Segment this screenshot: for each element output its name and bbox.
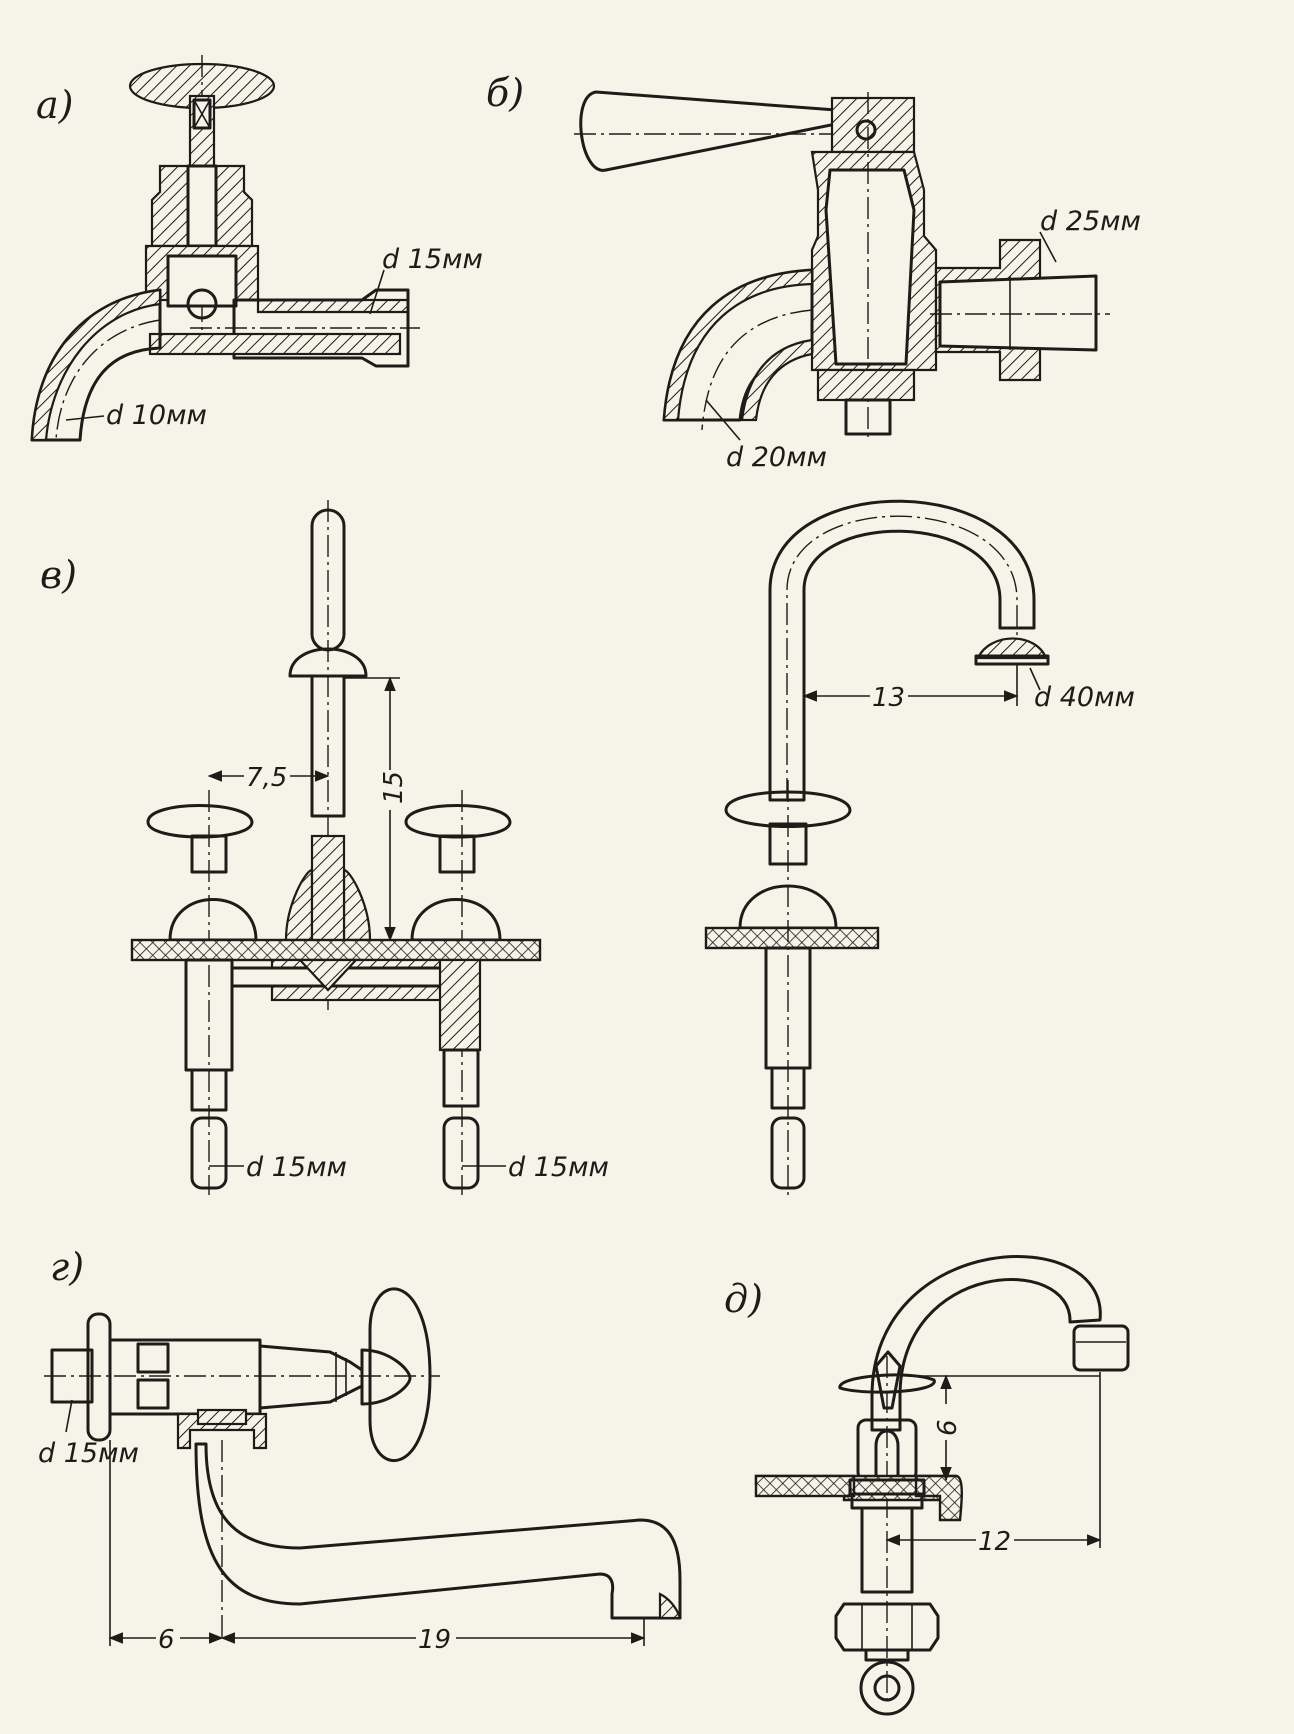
right-supply-pipe (442, 1048, 480, 1108)
label-v-right-pipe: d 15мм (508, 1152, 609, 1183)
label-a-outlet: d 10мм (106, 400, 207, 431)
faucet-g-wall-drawing: г) 6 19 d 15мм (38, 1245, 682, 1655)
inlet-pipe (232, 288, 410, 368)
faucet-d-drawing: д) 6 12 (724, 1255, 1130, 1716)
right-valve-body (410, 898, 502, 942)
spout-nozzle (1072, 1324, 1130, 1372)
label-v-spout-head: d 40мм (1034, 682, 1135, 713)
faucet-b-drawing: б) d 25мм d 20мм (486, 71, 1141, 473)
countertop-slab (130, 938, 542, 962)
gooseneck-valve-body (738, 884, 838, 930)
cross-handle (838, 1373, 936, 1394)
countertop-slab-right (704, 926, 880, 950)
panel-label-b: б) (486, 71, 524, 115)
dim-g-left: 6 (158, 1625, 175, 1655)
g-knob (368, 1287, 432, 1462)
panel-label-a: а) (36, 83, 73, 127)
label-a-inlet: d 15мм (382, 244, 483, 275)
hex-nut (834, 1602, 940, 1652)
dim-d-height: 6 (933, 1419, 963, 1436)
label-b-outlet: d 20мм (726, 442, 827, 473)
arched-spout (870, 1255, 1102, 1432)
panel-label-g: г) (50, 1245, 84, 1289)
right-handle (404, 804, 512, 839)
lever-handle (579, 90, 838, 172)
gooseneck-handle (724, 790, 852, 828)
label-v-left-pipe: d 15мм (246, 1152, 347, 1183)
gooseneck-spout (768, 499, 1036, 802)
valve-cone (824, 168, 916, 366)
countertop-slab-d (754, 1474, 856, 1498)
faucet-v-mixer-drawing: в) 7,5 (40, 500, 609, 1195)
label-g-inlet: d 15мм (38, 1438, 139, 1469)
valve-body-g (108, 1338, 262, 1416)
label-b-inlet: d 25мм (1040, 206, 1141, 237)
faucet-a-drawing: а) d 15мм d 10мм (30, 55, 483, 442)
swing-spout (194, 1442, 682, 1620)
dim-g-reach: 19 (418, 1625, 451, 1655)
d-inlet-fitting (859, 1660, 915, 1716)
dim-v-offset: 7,5 (246, 763, 287, 793)
dim-d-reach: 12 (978, 1527, 1011, 1557)
dim-v-reach: 13 (872, 683, 905, 713)
left-handle (146, 804, 254, 839)
panel-label-v: в) (40, 553, 77, 597)
spout-cap (288, 647, 368, 678)
left-valve-body (168, 898, 258, 942)
inlet-pipe-b (938, 274, 1098, 352)
panel-label-d: д) (724, 1277, 763, 1321)
d-supply-pipe (860, 1506, 914, 1594)
dim-v-height: 15 (379, 771, 409, 804)
faucet-v-gooseneck-drawing: 13 d 40мм (704, 499, 1135, 1195)
